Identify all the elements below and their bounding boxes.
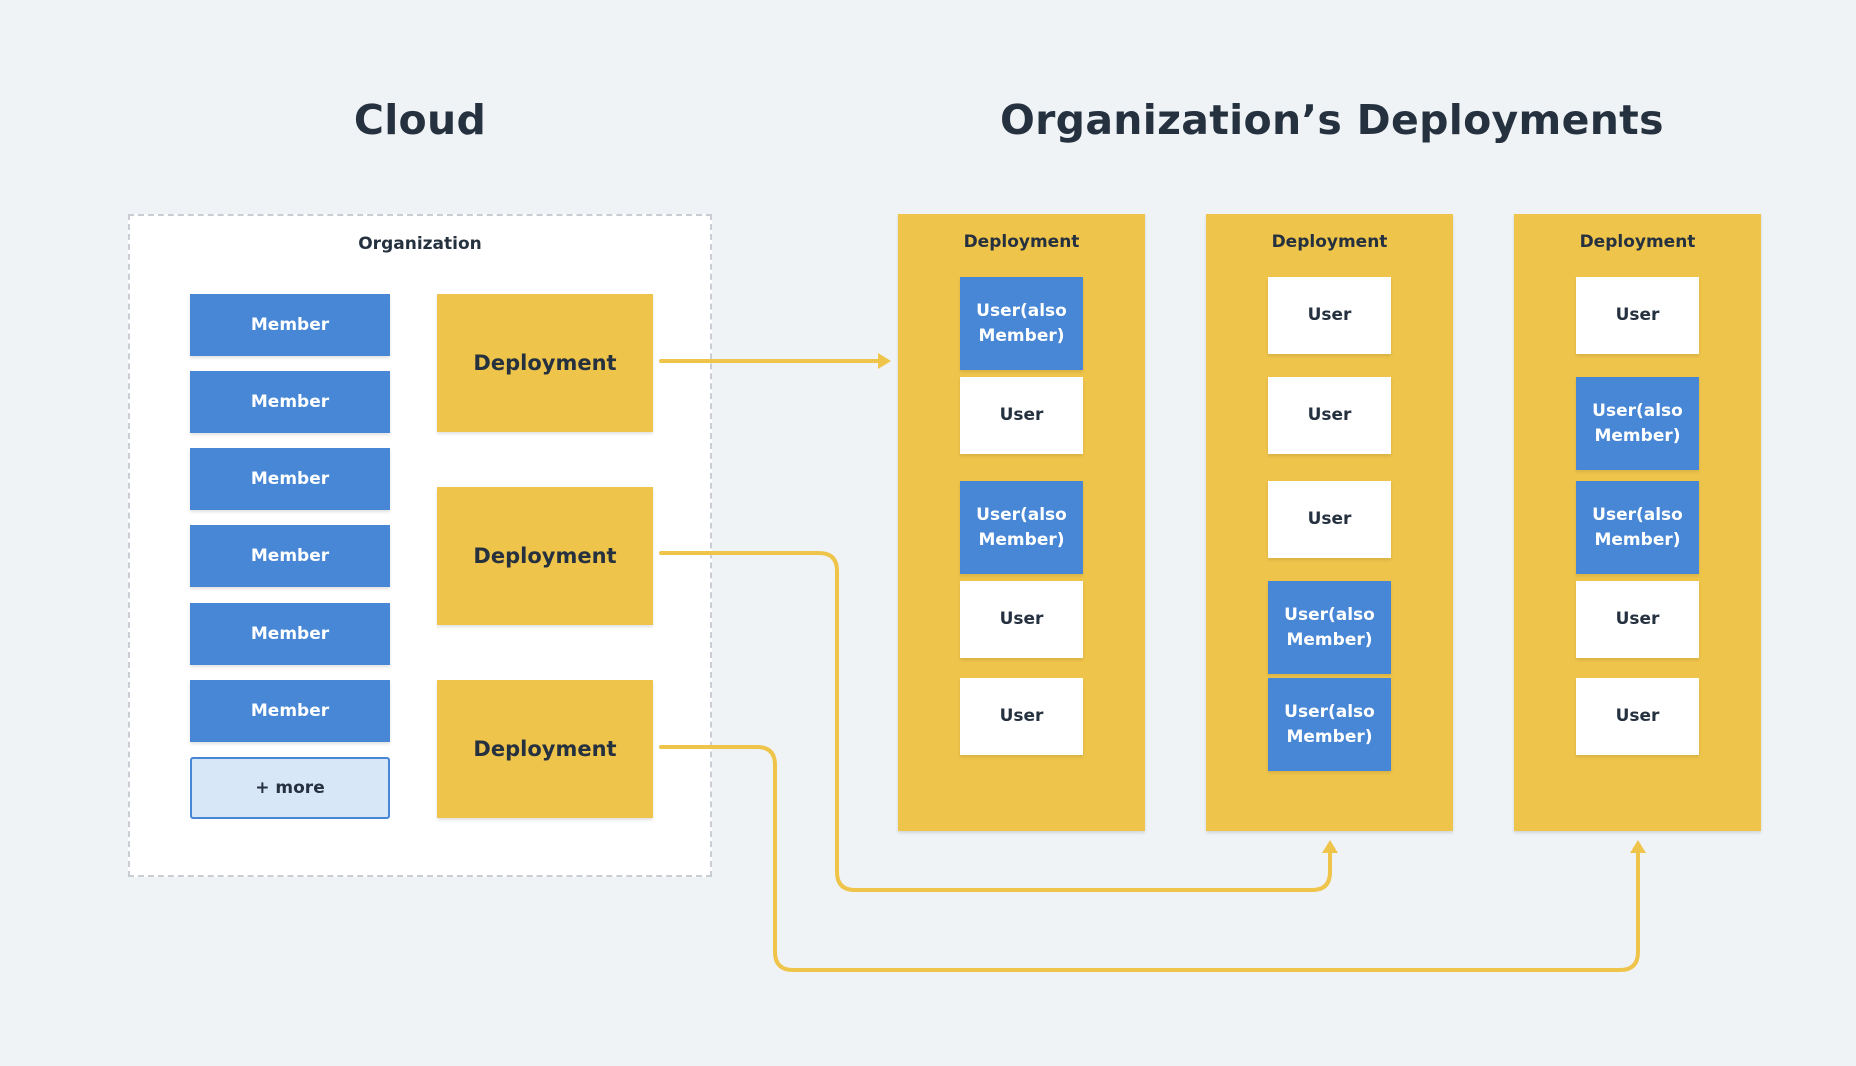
user-box: User <box>1576 678 1699 755</box>
org-deployment-box: Deployment <box>437 680 653 818</box>
deployment-column-label: Deployment <box>963 232 1080 252</box>
user-box: User <box>960 377 1083 454</box>
org-deployment-box: Deployment <box>437 487 653 625</box>
user-also-member-box: User(also Member) <box>960 481 1083 574</box>
deployment-column: Deployment User User(also Member) User(a… <box>1514 214 1761 831</box>
user-also-member-box: User(also Member) <box>960 277 1083 370</box>
deployment-column: Deployment User User User User(also Memb… <box>1206 214 1453 831</box>
user-box: User <box>1268 481 1391 558</box>
organization-label: Organization <box>358 234 482 254</box>
member-box: Member <box>190 371 390 433</box>
user-also-member-box: User(also Member) <box>1268 678 1391 771</box>
member-box: Member <box>190 603 390 665</box>
user-box: User <box>960 581 1083 658</box>
member-box: Member <box>190 294 390 356</box>
arrowhead-up <box>1322 840 1338 853</box>
deployment-column-label: Deployment <box>1579 232 1696 252</box>
arrowhead-right <box>878 353 891 369</box>
deployment-column-label: Deployment <box>1271 232 1388 252</box>
user-also-member-box: User(also Member) <box>1576 377 1699 470</box>
connector-line <box>659 745 1640 972</box>
arrowhead-up <box>1630 840 1646 853</box>
deployment-column: Deployment User(also Member) User User(a… <box>898 214 1145 831</box>
connector-line <box>659 551 1332 892</box>
member-box: Member <box>190 525 390 587</box>
org-deployment-box: Deployment <box>437 294 653 432</box>
user-box: User <box>960 678 1083 755</box>
organization-container: Organization Member Member Member Member… <box>128 214 712 877</box>
member-box: Member <box>190 448 390 510</box>
user-box: User <box>1268 277 1391 354</box>
deployments-title: Organization’s Deployments <box>1000 96 1664 144</box>
user-box: User <box>1268 377 1391 454</box>
member-box: Member <box>190 680 390 742</box>
user-box: User <box>1576 581 1699 658</box>
user-box: User <box>1576 277 1699 354</box>
user-also-member-box: User(also Member) <box>1268 581 1391 674</box>
user-also-member-box: User(also Member) <box>1576 481 1699 574</box>
more-members-box: + more <box>190 757 390 819</box>
cloud-title: Cloud <box>353 96 487 144</box>
